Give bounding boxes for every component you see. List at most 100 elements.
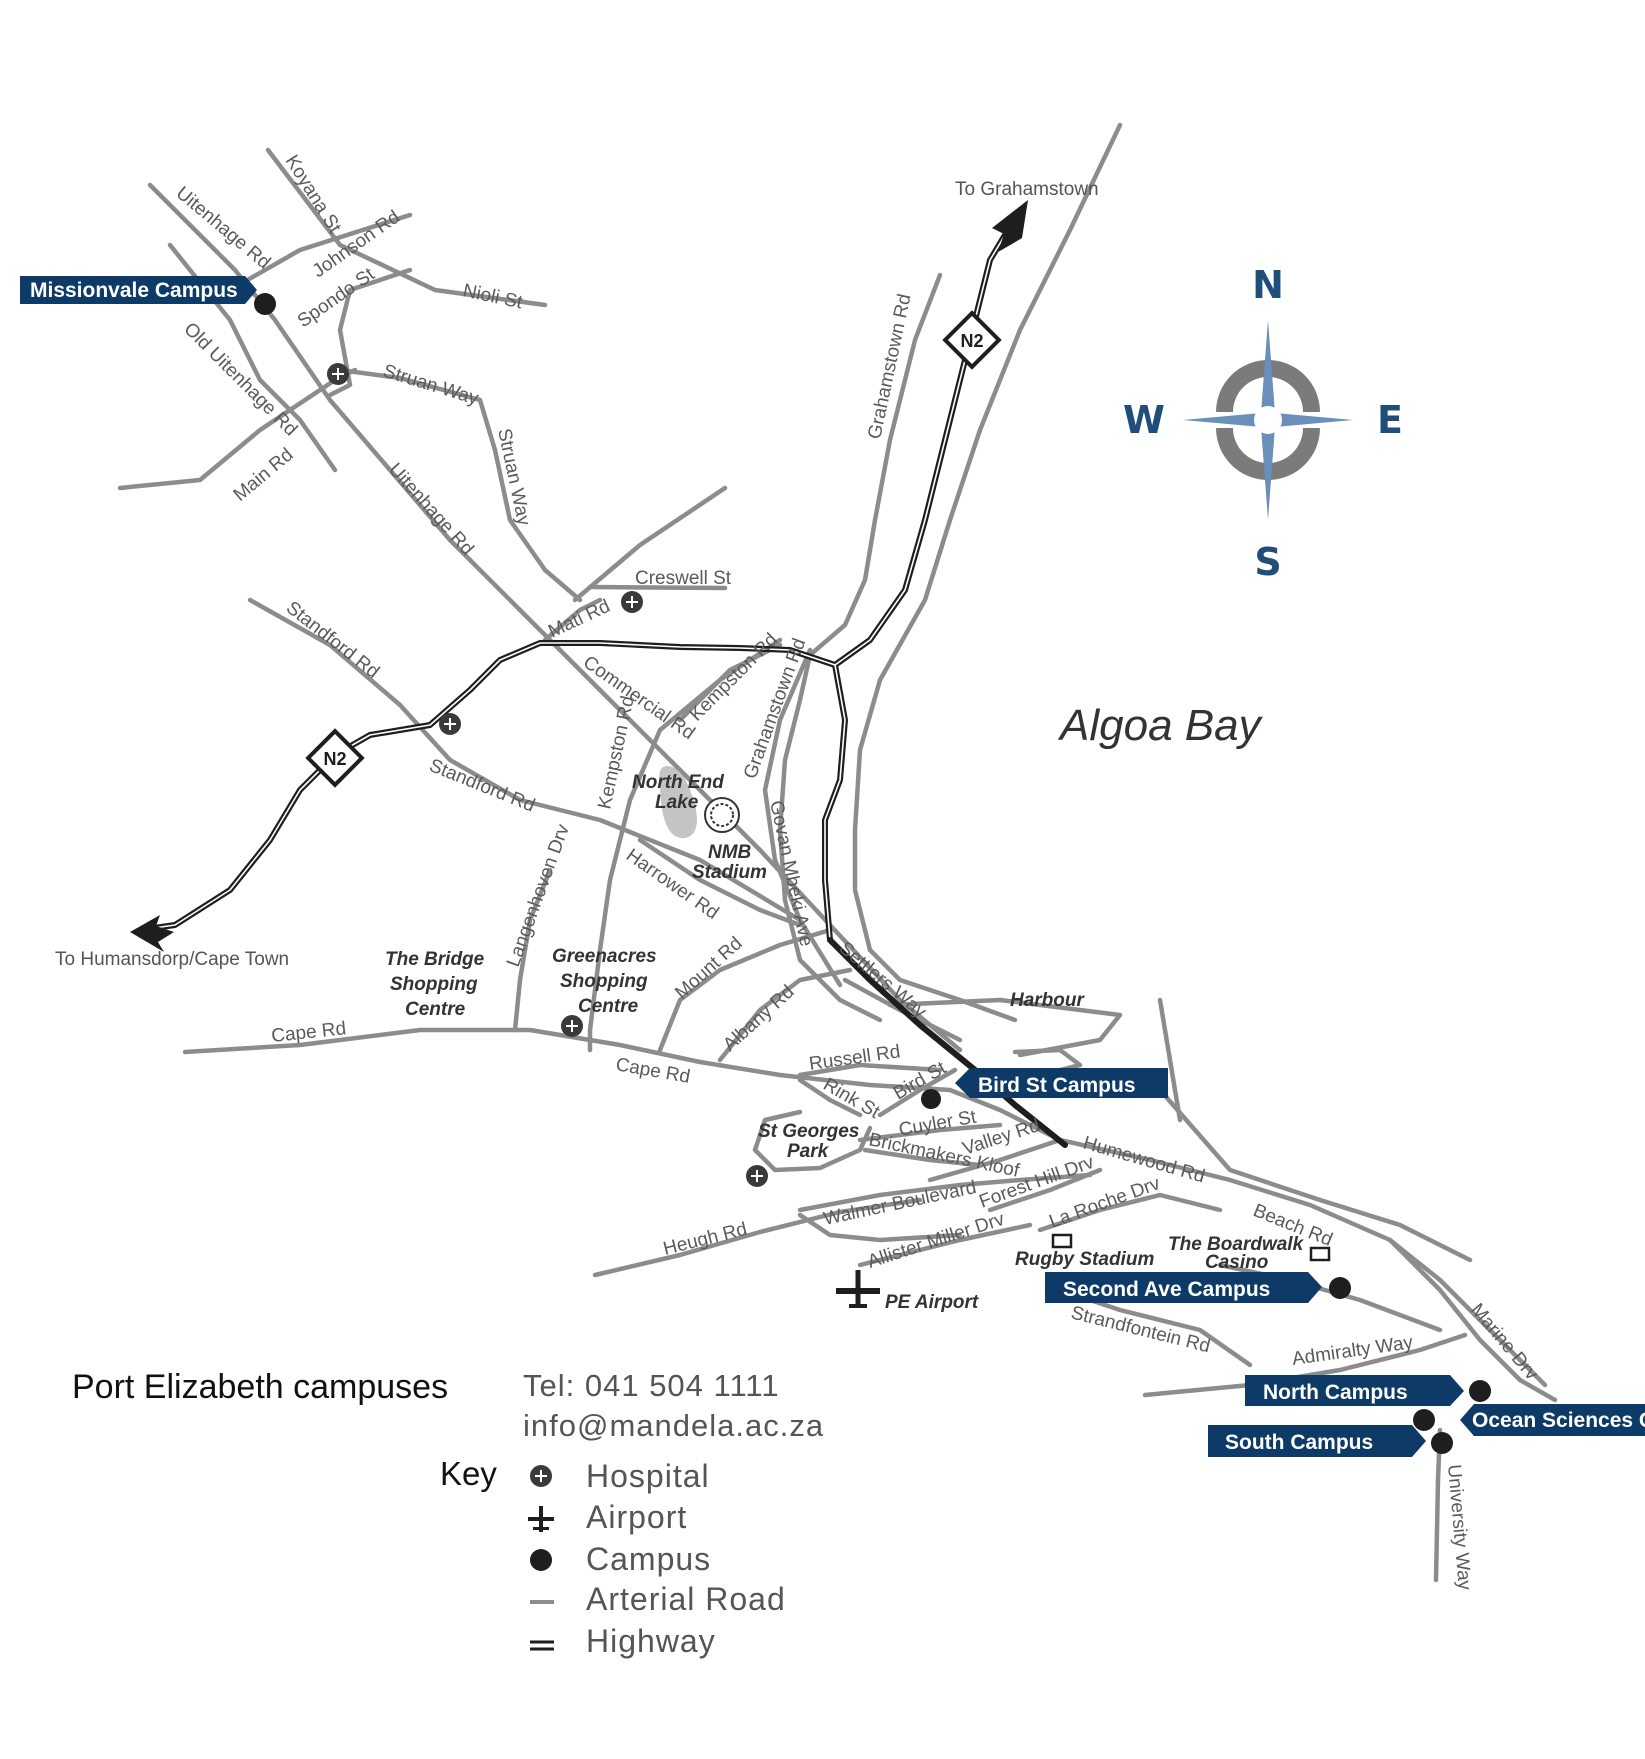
destination-grahamstown: To Grahamstown (955, 179, 1099, 200)
road-admiralty-way (1142, 1332, 1468, 1398)
highway-n2-cbd (827, 937, 1068, 1148)
road-cuyler-st (857, 1122, 1003, 1143)
n2-shield-west: N2 (305, 728, 365, 788)
campus-marker (254, 293, 276, 315)
arrow-west-icon (130, 915, 174, 952)
road-koyana-st (265, 147, 548, 308)
campus-missionvale[interactable]: Missionvale Campus (20, 276, 276, 315)
place-boardwalk: The Boardwalk (1168, 1234, 1305, 1255)
campus-marker (1329, 1277, 1351, 1299)
place-nmb-stadium: NMB (708, 842, 752, 863)
campus-label-south: South Campus (1225, 1431, 1373, 1454)
road-struan-way (337, 367, 583, 603)
road-walmer-loop (797, 1212, 963, 1243)
road-marine-drv (1387, 1237, 1558, 1403)
compass-rose-icon: N S W E (1123, 263, 1403, 584)
place-greenacres: Greenacres (552, 946, 657, 967)
road-albany-rd (717, 967, 853, 1063)
compass-s: S (1254, 540, 1281, 584)
info-tel: Tel: 041 504 1111 (523, 1368, 780, 1403)
legend-highway-icon (530, 1640, 554, 1651)
highway-n2 (130, 200, 1068, 1148)
info-email[interactable]: info@mandela.ac.za (523, 1408, 824, 1443)
road-label: Admiralty Way (1291, 1332, 1415, 1370)
road-beach-rd (1157, 1087, 1473, 1263)
place-greenacres-2: Shopping (560, 971, 648, 992)
road-label: University Way (1443, 1464, 1475, 1592)
place-pe-airport: PE Airport (885, 1292, 979, 1313)
compass-n: N (1252, 263, 1284, 307)
place-boardwalk-2: Casino (1205, 1252, 1268, 1273)
campus-bird-st[interactable]: Bird St Campus (921, 1068, 1168, 1109)
road-label: Koyana St (281, 152, 346, 238)
hospital-icon (327, 363, 349, 385)
road-label: Albany Rd (719, 981, 798, 1055)
road-langenhoven-drv (512, 867, 553, 1033)
campus-marker (1469, 1380, 1491, 1402)
campus-label-ocean: Ocean Sciences Campus (1472, 1409, 1645, 1432)
place-the-bridge-2: Shopping (390, 974, 478, 995)
arrow-north-icon (992, 200, 1028, 252)
road-creswell-st (587, 584, 728, 591)
place-greenacres-3: Centre (578, 996, 639, 1017)
stadium-icon (704, 797, 740, 833)
road-label: Uitenhage Rd (384, 459, 477, 559)
campus-label-missionvale: Missionvale Campus (30, 279, 238, 302)
campus-ocean-sciences[interactable]: Ocean Sciences Campus (1413, 1404, 1645, 1436)
place-st-georges-park-2: Park (787, 1141, 830, 1162)
legend-title: Key (440, 1455, 497, 1492)
road-allister-miller (857, 1222, 1033, 1268)
road-label: Standford Rd (282, 597, 383, 682)
place-north-end-lake-2: Lake (655, 792, 699, 813)
road-label: Heugh Rd (661, 1219, 749, 1260)
legend-hospital-icon (530, 1465, 552, 1487)
campus-second-ave[interactable]: Second Ave Campus (1045, 1272, 1351, 1303)
road-label: Creswell St (635, 568, 732, 589)
info-title: Port Elizabeth campuses (72, 1368, 448, 1406)
road-mati-rd (542, 597, 603, 643)
road-label: Nioli St (461, 280, 525, 313)
road-bird-st (877, 1067, 958, 1118)
road-johnson-rd (227, 212, 413, 293)
road-harbour-wall (1157, 997, 1183, 1123)
n2-shield-north: N2 (942, 310, 1002, 370)
bay-label: Algoa Bay (1057, 701, 1264, 750)
road-harrower-rd (637, 837, 803, 928)
legend-label-campus: Campus (586, 1541, 711, 1577)
legend-label-hospital: Hospital (586, 1458, 710, 1494)
road-label: Walmer Boulevard (822, 1177, 979, 1230)
airplane-icon (836, 1270, 880, 1308)
road-label: Mount Rd (671, 933, 746, 1004)
n2-shield-north-label: N2 (960, 331, 983, 351)
campus-label-north: North Campus (1263, 1381, 1408, 1404)
road-mount-rd (657, 927, 833, 1053)
road-kempston-upper (677, 642, 783, 723)
road-label: Mati Rd (545, 596, 613, 643)
road-spondo-st (327, 267, 413, 398)
info-block: Port Elizabeth campuses Tel: 041 504 111… (72, 1368, 824, 1443)
highway-n2-west-inner (139, 642, 836, 931)
road-uitenhage-rd (147, 182, 963, 1053)
north-end-lake (659, 766, 697, 839)
campus-south[interactable]: South Campus (1208, 1425, 1453, 1457)
road-label: Spondo St (294, 264, 379, 333)
road-grahamstown-rd (777, 272, 943, 1023)
place-the-bridge-3: Centre (405, 999, 466, 1020)
rugby-stadium-marker (1051, 1233, 1073, 1249)
legend-label-airport: Airport (586, 1499, 687, 1535)
highway-n2-north-inner (834, 209, 1021, 666)
place-labels: To Grahamstown To Humansdorp/Cape Town N… (55, 179, 1305, 1313)
campus-label-bird-st: Bird St Campus (978, 1074, 1136, 1097)
road-label: Bird St (890, 1057, 951, 1104)
legend-airport-icon (528, 1506, 554, 1532)
legend-campus-icon (530, 1549, 552, 1571)
road-creswell-north (572, 485, 728, 603)
place-harbour: Harbour (1010, 990, 1086, 1011)
road-st-georges-park (752, 1109, 873, 1173)
destination-humansdorp: To Humansdorp/Cape Town (55, 949, 289, 970)
place-the-bridge: The Bridge (385, 949, 485, 970)
road-coastal-main (852, 122, 1123, 1023)
road-label: Cuyler St (897, 1107, 978, 1141)
n2-shield-west-label: N2 (323, 749, 346, 769)
campus-north[interactable]: North Campus (1245, 1375, 1491, 1406)
